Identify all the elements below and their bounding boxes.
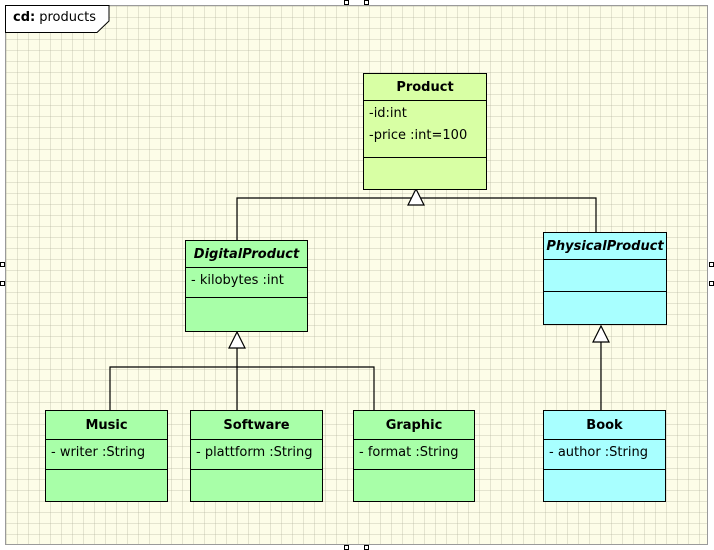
class-product-attributes: -id:int -price :int=100 bbox=[364, 101, 486, 158]
class-product-name: Product bbox=[364, 74, 486, 101]
class-physical-product-attributes bbox=[544, 260, 666, 292]
class-digital-product-attributes: - kilobytes :int bbox=[186, 268, 307, 298]
resize-handle-left-lower[interactable] bbox=[0, 281, 5, 286]
resize-handle-left[interactable] bbox=[0, 262, 5, 267]
resize-handle-top[interactable] bbox=[344, 0, 349, 5]
class-graphic[interactable]: Graphic - format :String bbox=[353, 410, 475, 502]
frame-name: products bbox=[39, 10, 96, 25]
inheritance-digital-to-product[interactable] bbox=[236, 197, 416, 240]
attribute-author: - author :String bbox=[549, 445, 648, 460]
attribute-plattform: - plattform :String bbox=[196, 445, 313, 460]
class-music[interactable]: Music - writer :String bbox=[45, 410, 168, 502]
class-software-attributes: - plattform :String bbox=[191, 440, 322, 470]
class-product[interactable]: Product -id:int -price :int=100 bbox=[363, 73, 487, 190]
class-software-name: Software bbox=[191, 411, 322, 440]
class-digital-product[interactable]: DigitalProduct - kilobytes :int bbox=[185, 240, 308, 332]
resize-handle-top-right[interactable] bbox=[364, 0, 369, 5]
class-book[interactable]: Book - author :String bbox=[543, 410, 666, 502]
class-book-name: Book bbox=[544, 411, 665, 440]
class-physical-product-name: PhysicalProduct bbox=[544, 233, 666, 260]
frame-kind: cd: bbox=[13, 10, 36, 25]
frame-tab-shape bbox=[5, 5, 110, 33]
class-graphic-attributes: - format :String bbox=[354, 440, 474, 470]
attribute-kilobytes: - kilobytes :int bbox=[191, 273, 284, 288]
class-physical-product[interactable]: PhysicalProduct bbox=[543, 232, 667, 325]
attribute-id: -id:int bbox=[369, 106, 407, 121]
inheritance-physical-to-product[interactable] bbox=[416, 197, 597, 232]
attribute-price: -price :int=100 bbox=[369, 128, 468, 143]
inheritance-music-to-digital[interactable] bbox=[109, 366, 237, 410]
generalization-arrowhead-physical bbox=[592, 324, 610, 343]
inheritance-graphic-to-digital[interactable] bbox=[237, 366, 375, 410]
class-graphic-name: Graphic bbox=[354, 411, 474, 440]
class-music-attributes: - writer :String bbox=[46, 440, 167, 470]
frame-label: cd:products bbox=[13, 10, 96, 25]
class-digital-product-name: DigitalProduct bbox=[186, 241, 307, 268]
class-music-name: Music bbox=[46, 411, 167, 440]
attribute-format: - format :String bbox=[359, 445, 459, 460]
class-book-attributes: - author :String bbox=[544, 440, 665, 470]
class-software[interactable]: Software - plattform :String bbox=[190, 410, 323, 502]
generalization-arrowhead-product bbox=[407, 187, 425, 206]
generalization-arrowhead-digital bbox=[228, 330, 246, 349]
attribute-writer: - writer :String bbox=[51, 445, 146, 460]
